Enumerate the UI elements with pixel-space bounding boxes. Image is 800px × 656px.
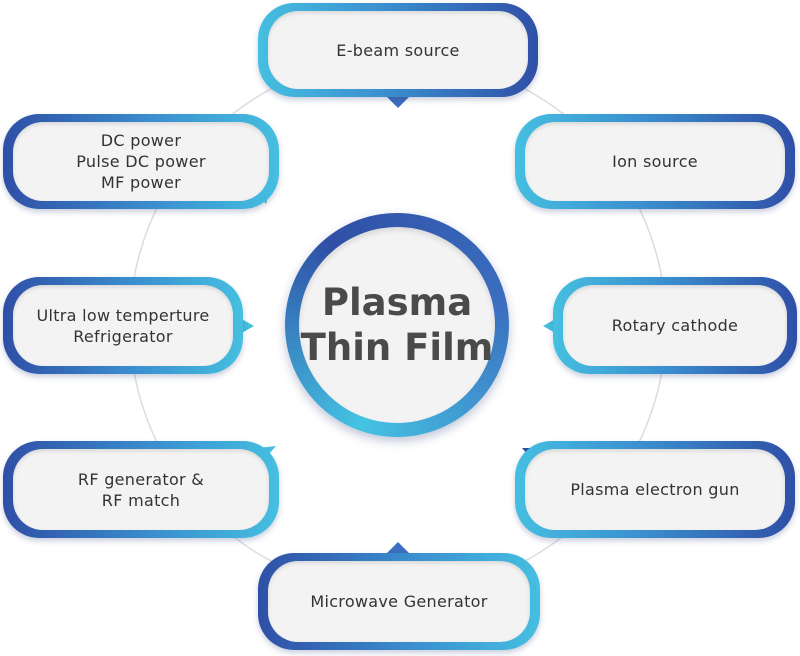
- center-title-line1: Plasma: [321, 281, 473, 324]
- rotary-cathode-node: Rotary cathode: [553, 277, 797, 374]
- ult-refrigerator-node: Ultra low temperture Refrigerator: [3, 277, 243, 374]
- center-title-line2: Thin Film: [300, 326, 494, 369]
- dc-power-line2: Pulse DC power: [76, 152, 206, 171]
- ult-line1: Ultra low temperture: [36, 305, 210, 325]
- microwave-pointer: [386, 542, 410, 554]
- dc-power-line3: MF power: [101, 173, 181, 192]
- rf-generator-node: RF generator & RF match: [3, 441, 279, 538]
- ult-pointer: [240, 318, 254, 334]
- ebeam-label: E-beam source: [336, 40, 460, 60]
- ebeam-node: E-beam source: [258, 3, 538, 97]
- plasma-electron-gun-label: Plasma electron gun: [570, 480, 740, 499]
- plasma-electron-gun-node: Plasma electron gun: [515, 441, 795, 538]
- rf-line2: RF match: [101, 490, 181, 510]
- center-circle: Plasma Thin Film: [285, 213, 509, 437]
- ebeam-pointer: [386, 96, 410, 108]
- dc-power-node: DC power Pulse DC power MF power: [3, 114, 279, 209]
- microwave-generator-label: Microwave Generator: [310, 592, 488, 611]
- dc-power-line1: DC power: [100, 131, 182, 150]
- ion-source-node: Ion source: [515, 114, 795, 209]
- ult-line2: Refrigerator: [73, 326, 173, 346]
- ion-source-label: Ion source: [612, 152, 698, 171]
- microwave-generator-node: Microwave Generator: [258, 553, 540, 650]
- rotary-cathode-label: Rotary cathode: [611, 316, 739, 335]
- rf-line1: RF generator &: [77, 469, 205, 489]
